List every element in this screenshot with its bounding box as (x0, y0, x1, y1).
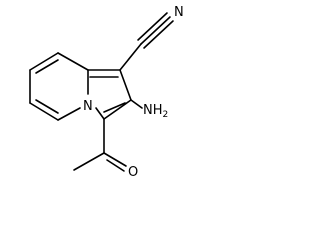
bond-co-ch3 (73, 152, 105, 171)
indolizine-structure-diagram: N N NH2 O (29, 5, 184, 180)
double-bond-c8-c7 (35, 59, 59, 74)
amino-group: NH2 (130, 99, 168, 120)
triple-bond-b (143, 20, 174, 49)
pyrrole-ring (87, 69, 132, 120)
bond-c2-n (130, 99, 143, 109)
bond-c8a-c8 (57, 52, 89, 71)
nitrile-group: N (119, 5, 184, 71)
bond-c6-c5 (29, 102, 59, 121)
triple-bond-c (137, 12, 168, 41)
pyridine-ring (29, 52, 89, 121)
amino-label: NH2 (143, 103, 168, 120)
ring-nitrogen-label: N (83, 99, 93, 114)
bond-c3-n4 (95, 107, 105, 120)
double-bond-c2-c3 (103, 102, 126, 113)
amino-subscript: 2 (163, 110, 169, 120)
bond-co-o (103, 152, 127, 167)
acetyl-group: O (73, 118, 138, 180)
nitrile-nitrogen-label: N (174, 5, 184, 20)
bond-c2-c3 (103, 99, 132, 120)
triple-bond-a (140, 16, 171, 45)
bond-c5-n4 (57, 107, 81, 121)
carbonyl-oxygen-label: O (128, 165, 138, 180)
double-bond-co-o (106, 159, 125, 172)
bond-c1-cn (119, 43, 142, 71)
amino-nh: NH (143, 103, 163, 118)
double-bond-c6-c5 (35, 99, 59, 114)
bond-c8-c7 (29, 52, 59, 71)
bond-c1-c2 (119, 69, 132, 101)
